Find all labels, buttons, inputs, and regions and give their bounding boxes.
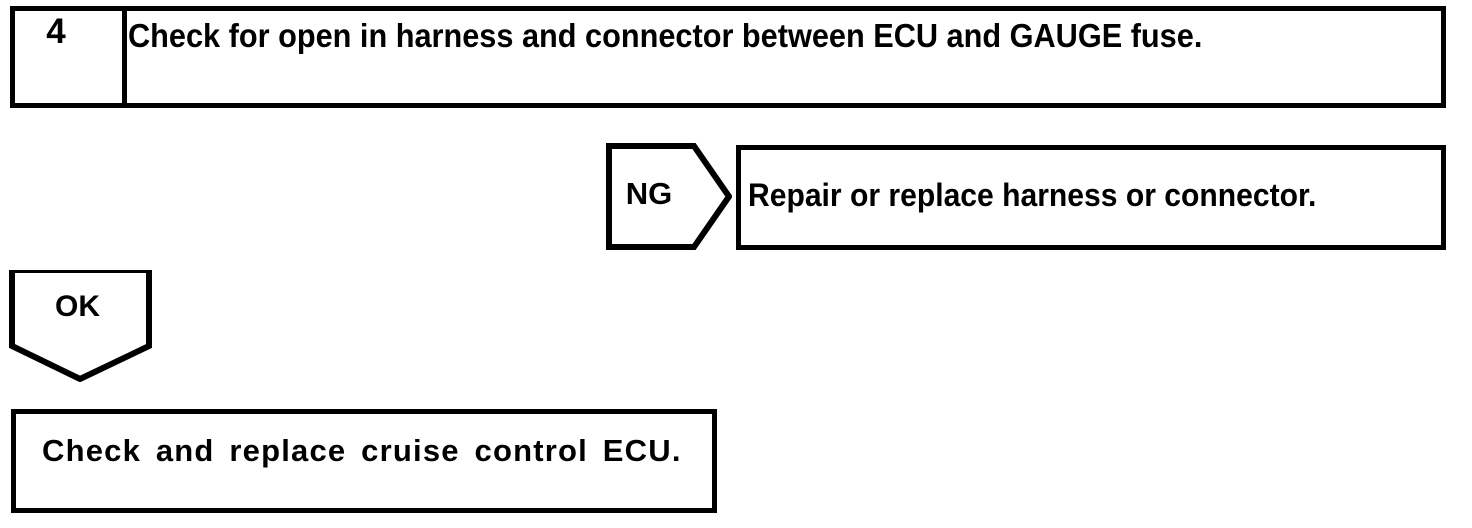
- ng-branch-label: NG: [625, 176, 673, 211]
- step-number: 4: [46, 12, 66, 51]
- ng-arrow-icon: [606, 143, 732, 250]
- ng-result-box: [736, 145, 1446, 250]
- step-number-cell: [15, 11, 127, 103]
- ok-branch-label: OK: [55, 290, 100, 323]
- final-action-text: Check and replace cruise control ECU.: [42, 433, 682, 468]
- ok-arrow-icon: [9, 270, 152, 382]
- step-instruction-text: Check for open in harness and connector …: [128, 17, 1203, 54]
- ng-result-text: Repair or replace harness or connector.: [748, 177, 1317, 213]
- final-action-box: [11, 409, 717, 513]
- step-row: [10, 6, 1446, 108]
